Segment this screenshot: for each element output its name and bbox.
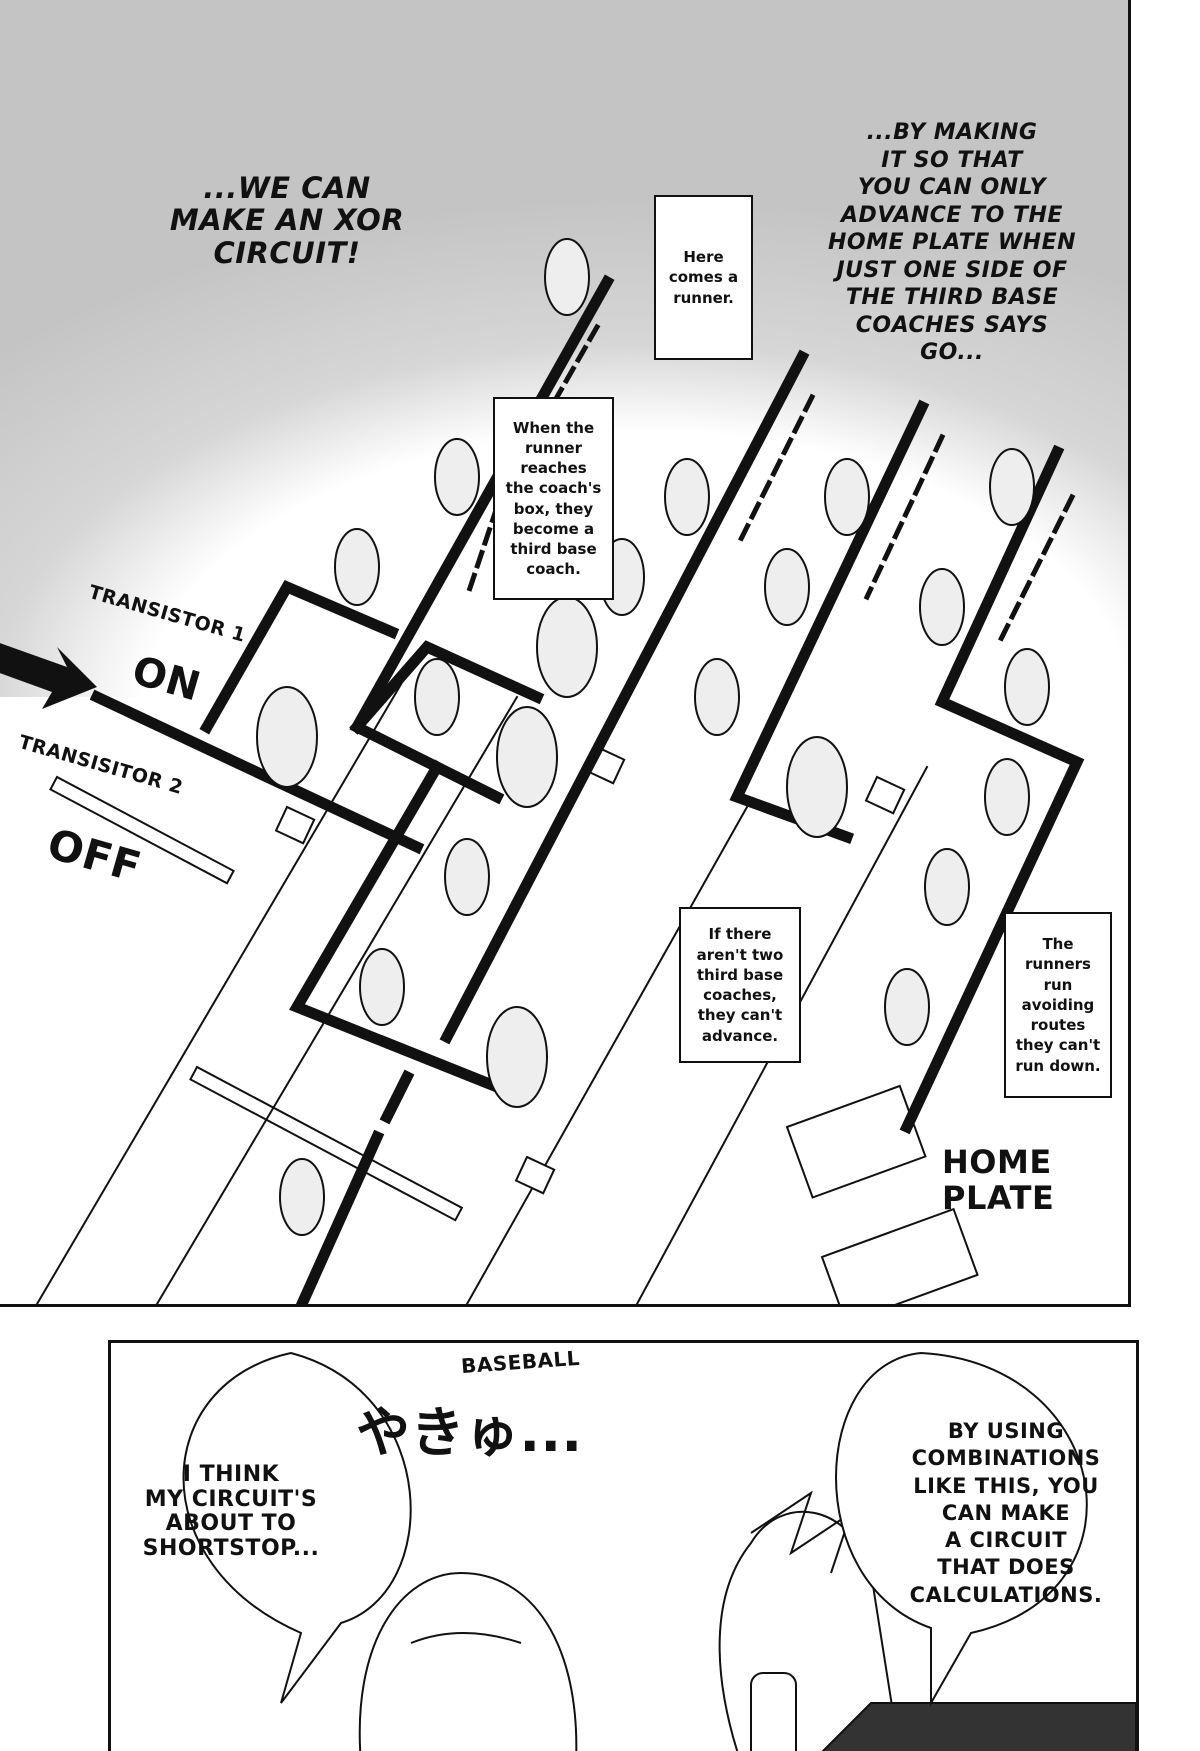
text-line: THAT DOES	[937, 1555, 1075, 1580]
text-line: HOME PLATE WHEN	[827, 230, 1077, 255]
boy-shirt	[821, 1702, 1136, 1751]
text-line: COACHES SAYS	[855, 312, 1049, 338]
text-line: YOU CAN ONLY	[857, 175, 1047, 200]
wire	[899, 444, 1085, 1135]
runners	[256, 238, 1050, 1236]
text-line: CALCULATIONS.	[909, 1582, 1103, 1607]
text-line: box, they	[513, 499, 594, 518]
wire	[379, 1069, 415, 1125]
text-line: SHORTSTOP...	[142, 1535, 320, 1561]
text-line: they can't	[1015, 1036, 1101, 1055]
text-line: CAN MAKE	[941, 1500, 1071, 1525]
text-line: PLATE	[942, 1178, 1055, 1217]
narration-explanation: ...BY MAKING IT SO THAT YOU CAN ONLY ADV…	[817, 119, 1087, 367]
home-plate-box	[820, 1207, 979, 1304]
girl-hair	[410, 1632, 522, 1644]
text-line: advance.	[701, 1026, 779, 1045]
text-line: runner.	[673, 288, 734, 307]
text-line: third base	[696, 965, 784, 984]
text-line: I THINK	[182, 1462, 280, 1487]
wire	[289, 759, 505, 1095]
text-line: When the	[512, 418, 595, 437]
text-line: routes	[1030, 1016, 1086, 1035]
base	[514, 1155, 556, 1195]
text-line: JUST ONE SIDE OF	[836, 257, 1068, 283]
dialogue-panel: I THINK MY CIRCUIT'S ABOUT TO SHORTSTOP.…	[108, 1340, 1139, 1751]
text-line: aren't two	[696, 945, 784, 964]
field-line	[35, 655, 419, 1304]
boy-speech-bubble	[835, 1351, 1088, 1707]
wire	[295, 1129, 385, 1304]
text-line: ABOUT TO	[165, 1511, 297, 1537]
base	[274, 805, 316, 845]
girl-dialogue: I THINK MY CIRCUIT'S ABOUT TO SHORTSTOP.…	[116, 1462, 346, 1562]
input-arrow	[0, 643, 97, 709]
text-line: third base	[510, 540, 597, 558]
text-line: run down.	[1015, 1056, 1101, 1075]
sfx-yakyu: やきゅ...	[356, 1401, 583, 1464]
text-line: ADVANCE TO THE	[841, 202, 1063, 228]
transistor2-bar	[49, 775, 235, 885]
girl-speech-bubble	[182, 1351, 412, 1704]
text-line: they can't	[697, 1006, 783, 1025]
base	[864, 775, 906, 815]
text-line: IT SO THAT	[881, 147, 1023, 173]
wire-t1	[199, 580, 400, 735]
text-line: HOME	[942, 1143, 1052, 1181]
field-line	[155, 695, 519, 1304]
text-line: ...BY MAKING	[866, 120, 1038, 145]
text-line: ...WE CAN	[203, 171, 371, 205]
characters-drawing	[182, 1351, 1136, 1751]
text-line: reaches	[520, 459, 587, 477]
text-line: avoiding	[1021, 995, 1095, 1014]
boy-dialogue: BY USING COMBINATIONS LIKE THIS, YOU CAN…	[891, 1418, 1121, 1609]
text-line: THE THIRD BASE	[845, 285, 1059, 310]
field-line	[465, 805, 749, 1304]
text-line: LIKE THIS, YOU	[913, 1473, 1099, 1498]
wire	[349, 640, 545, 735]
text-line: BY USING	[947, 1419, 1065, 1443]
text-line: become a	[512, 519, 595, 538]
text-line: runners	[1025, 955, 1091, 974]
wire	[439, 349, 810, 1045]
text-line: the coach's	[505, 479, 602, 498]
text-line: runner	[524, 438, 582, 457]
text-line: CIRCUIT!	[213, 235, 361, 270]
wire-input	[89, 689, 425, 855]
text-line: GO...	[920, 340, 984, 365]
text-line: If there	[708, 925, 772, 944]
thumbs-up-hand	[750, 1672, 797, 1751]
text-line: run	[1043, 975, 1073, 994]
text-line: MY CIRCUIT'S	[144, 1486, 318, 1512]
home-plate-label: HOME PLATE	[942, 1143, 1055, 1217]
text-line: Here	[683, 248, 724, 267]
text-line: comes a	[668, 268, 739, 287]
narration-xor: ...WE CAN MAKE AN XOR CIRCUIT!	[157, 171, 417, 270]
text-line: coach.	[526, 560, 581, 579]
text-line: The	[1042, 935, 1074, 954]
text-line: COMBINATIONS	[911, 1446, 1101, 1471]
xor-diagram-panel: ...WE CAN MAKE AN XOR CIRCUIT! ...BY MAK…	[0, 0, 1131, 1307]
base-path	[189, 1065, 464, 1222]
text-line: A CIRCUIT	[944, 1528, 1068, 1553]
circuit-diagram	[0, 238, 1085, 1304]
text-line: coaches,	[703, 986, 777, 1004]
girl-figure	[358, 1571, 578, 1751]
text-line: MAKE AN XOR	[169, 203, 405, 238]
home-plate-box	[785, 1084, 927, 1199]
